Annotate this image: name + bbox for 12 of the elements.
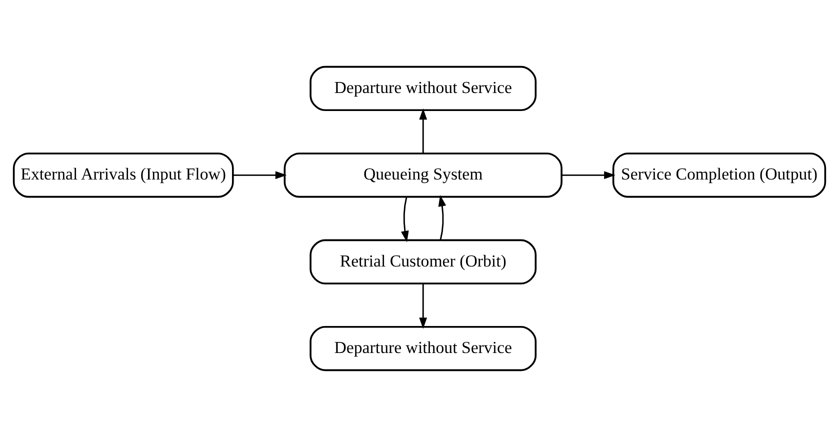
- arrow: [562, 170, 616, 179]
- arrow: [438, 194, 446, 240]
- node-box: External Arrivals (Input Flow): [12, 152, 234, 198]
- node-box: Departure without Service: [310, 325, 537, 371]
- node-box: Retrial Customer (Orbit): [310, 238, 537, 284]
- arrow: [419, 108, 428, 153]
- node-box: Service Completion (Output): [612, 152, 826, 198]
- node-box: Queueing System: [284, 152, 562, 198]
- arrow: [233, 170, 287, 179]
- arrow: [400, 196, 409, 242]
- node-box: Departure without Service: [310, 65, 537, 111]
- arrow: [419, 283, 428, 328]
